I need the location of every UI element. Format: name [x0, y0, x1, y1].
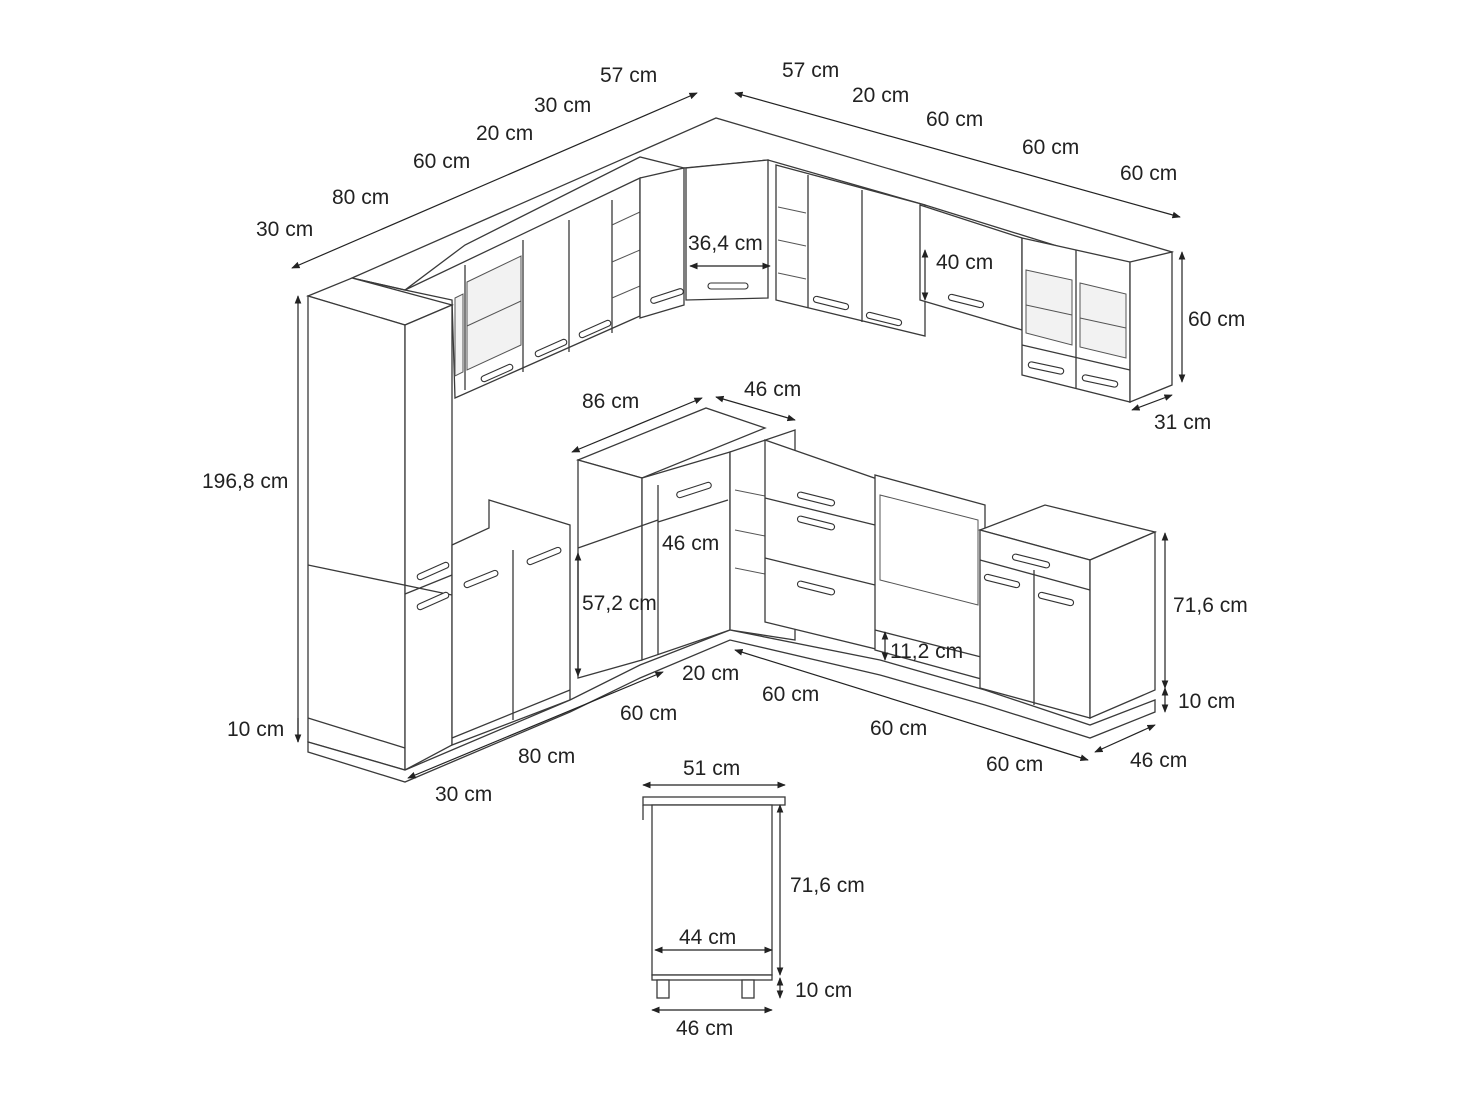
dim-upper-left-1: 80 cm	[332, 186, 389, 209]
dim-base-bottom-3: 20 cm	[682, 662, 739, 685]
dim-upper-right-1: 20 cm	[852, 84, 909, 107]
dim-flap-height: 40 cm	[936, 251, 993, 274]
dim-base-bottom-6: 60 cm	[986, 753, 1043, 776]
dim-base-bottom-2: 60 cm	[620, 702, 677, 725]
dim-base-plinth: 10 cm	[1178, 690, 1235, 713]
dim-section-plinth: 10 cm	[795, 979, 852, 1002]
dim-section-height: 71,6 cm	[790, 874, 865, 897]
dim-tall-height: 196,8 cm	[202, 470, 288, 493]
dim-base-bottom-5: 60 cm	[870, 717, 927, 740]
dim-corner-width: 86 cm	[582, 390, 639, 413]
dim-upper-left-2: 60 cm	[413, 150, 470, 173]
dim-upper-depth: 31 cm	[1154, 411, 1211, 434]
tall-cabinet	[306, 277, 454, 772]
upper-cabinets	[349, 117, 1175, 403]
dim-upper-height: 60 cm	[1188, 308, 1245, 331]
dim-corner-depth: 46 cm	[744, 378, 801, 401]
dim-section-depth: 46 cm	[676, 1017, 733, 1040]
dim-door-height: 57,2 cm	[582, 592, 657, 615]
dim-upper-right-0: 57 cm	[782, 59, 839, 82]
dimension-lines	[291, 91, 1186, 1014]
dim-base-bottom-4: 60 cm	[762, 683, 819, 706]
dim-corner-door: 36,4 cm	[688, 232, 763, 255]
dim-upper-right-3: 60 cm	[1022, 136, 1079, 159]
dim-tall-plinth: 10 cm	[227, 718, 284, 741]
dim-upper-left-4: 30 cm	[534, 94, 591, 117]
dim-base-bottom-0: 30 cm	[435, 783, 492, 806]
dim-base-bottom-1: 80 cm	[518, 745, 575, 768]
dim-panel-width: 46 cm	[662, 532, 719, 555]
dim-upper-left-3: 20 cm	[476, 122, 533, 145]
dim-upper-right-4: 60 cm	[1120, 162, 1177, 185]
dim-oven-gap: 11,2 cm	[890, 640, 963, 663]
dim-section-top: 51 cm	[683, 757, 740, 780]
section-view	[642, 796, 786, 999]
dimension-labels: 30 cm 80 cm 60 cm 20 cm 30 cm 57 cm 57 c…	[202, 59, 1248, 1040]
dim-upper-right-2: 60 cm	[926, 108, 983, 131]
dim-upper-left-5: 57 cm	[600, 64, 657, 87]
cabinet-handles	[416, 282, 1119, 611]
dim-upper-left-0: 30 cm	[256, 218, 313, 241]
dim-base-height: 71,6 cm	[1173, 594, 1248, 617]
dim-base-depth: 46 cm	[1130, 749, 1187, 772]
dim-section-inner: 44 cm	[679, 926, 736, 949]
